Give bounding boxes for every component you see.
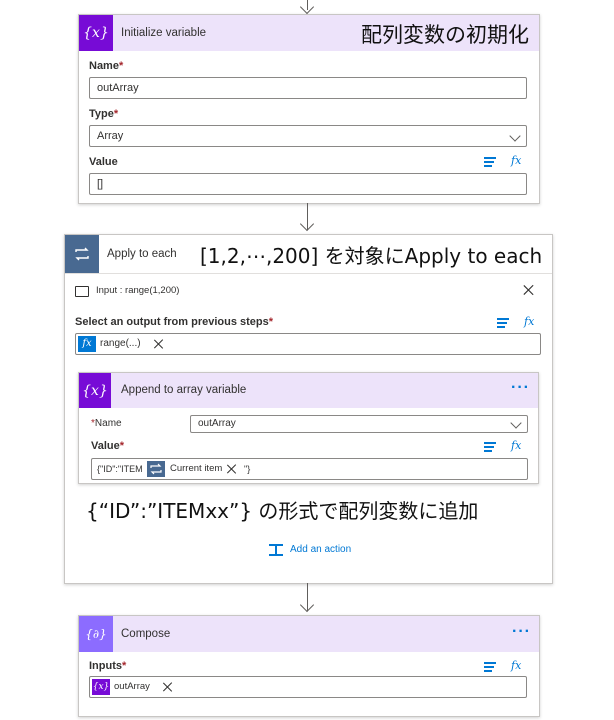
connector-arrowhead-3 [299,597,315,613]
compose-card[interactable]: {∂} Compose ··· Inputs* fx {x} outArray [78,615,540,717]
connector-arrowhead-top [299,0,315,15]
apply-to-each-header[interactable]: Apply to each [65,235,552,274]
append-value-label: Value* [91,440,125,452]
variable-token-icon: {x} [92,679,110,695]
range-token-label: range(...) [100,338,141,349]
connector-arrow-3 [307,583,308,611]
remove-token-icon[interactable] [163,682,173,692]
append-to-array-card[interactable]: {x} Append to array variable ··· *Name o… [78,372,539,484]
select-output-label: Select an output from previous steps* [75,316,274,328]
value-input[interactable]: [] [89,173,527,195]
current-item-label: Current item [170,463,223,474]
expression-fx-icon[interactable]: fx [511,439,522,452]
name-label: Name* [89,60,124,72]
append-header[interactable]: {x} Append to array variable ··· [79,373,538,408]
chevron-down-icon [509,130,521,142]
more-options-icon[interactable]: ··· [511,379,530,396]
initialize-variable-card[interactable]: {x} Initialize variable 配列変数の初期化 Name* o… [78,14,540,204]
close-input-icon[interactable] [524,285,535,296]
apply-to-each-title: Apply to each [107,248,177,260]
outarray-token[interactable]: {x} outArray [92,679,150,695]
add-action-icon[interactable] [269,544,283,556]
value-prefix: {"ID":"ITEM [97,464,143,474]
type-dropdown[interactable]: Array [89,125,527,147]
apply-to-each-annotation: [1,2,⋯,200] を対象にApply to each [200,244,543,268]
dynamic-content-icon[interactable] [497,318,511,328]
outarray-token-label: outArray [114,681,150,692]
remove-token-icon[interactable] [227,464,237,474]
inputs-field[interactable]: {x} outArray [89,676,527,698]
type-dropdown-value: Array [97,130,124,142]
type-label: Type* [89,108,119,120]
connector-arrowhead-2 [299,216,315,232]
append-name-dropdown[interactable]: outArray [190,415,528,433]
name-input[interactable]: outArray [89,77,527,99]
apply-to-each-card[interactable]: Apply to each Input : range(1,200) Selec… [64,234,553,584]
variable-icon: {x} [79,15,113,51]
initialize-variable-title: Initialize variable [121,27,207,39]
select-output-input[interactable]: fx range(...) [75,333,541,355]
remove-token-icon[interactable] [154,339,164,349]
append-name-label: *Name [91,418,122,429]
value-suffix: "} [244,464,251,474]
value-label: Value [89,156,118,168]
connector-arrow-2 [307,203,308,230]
append-annotation: {“ID”:”ITEMxx”} の形式で配列変数に追加 [86,499,479,523]
add-action-link[interactable]: Add an action [290,544,352,555]
loop-token-icon [147,461,165,477]
expression-fx-icon[interactable]: fx [524,315,535,328]
dynamic-content-icon[interactable] [484,157,498,167]
current-item-token[interactable]: Current item [147,461,222,477]
append-title: Append to array variable [121,384,247,396]
input-summary: Input : range(1,200) [96,285,180,296]
range-token[interactable]: fx range(...) [78,336,141,352]
fx-token-icon: fx [78,336,96,352]
expression-fx-icon[interactable]: fx [511,154,522,167]
more-options-icon[interactable]: ··· [512,623,531,640]
connector-arrow-top [307,0,308,10]
append-value-input[interactable]: {"ID":"ITEM Current item "} [91,458,528,480]
append-name-value: outArray [198,418,236,429]
initialize-variable-annotation: 配列変数の初期化 [361,23,529,47]
compose-header[interactable]: {∂} Compose ··· [79,616,539,652]
expression-fx-icon[interactable]: fx [511,659,522,672]
chevron-down-icon [510,417,522,429]
initialize-variable-header[interactable]: {x} Initialize variable 配列変数の初期化 [79,15,539,51]
variable-icon: {x} [79,373,111,408]
compose-icon: {∂} [79,616,113,652]
compose-title: Compose [121,628,171,640]
dynamic-content-icon[interactable] [484,662,498,672]
inputs-label: Inputs* [89,660,127,672]
dynamic-content-icon[interactable] [484,442,498,452]
loop-icon [65,235,99,273]
comment-icon [75,286,89,297]
